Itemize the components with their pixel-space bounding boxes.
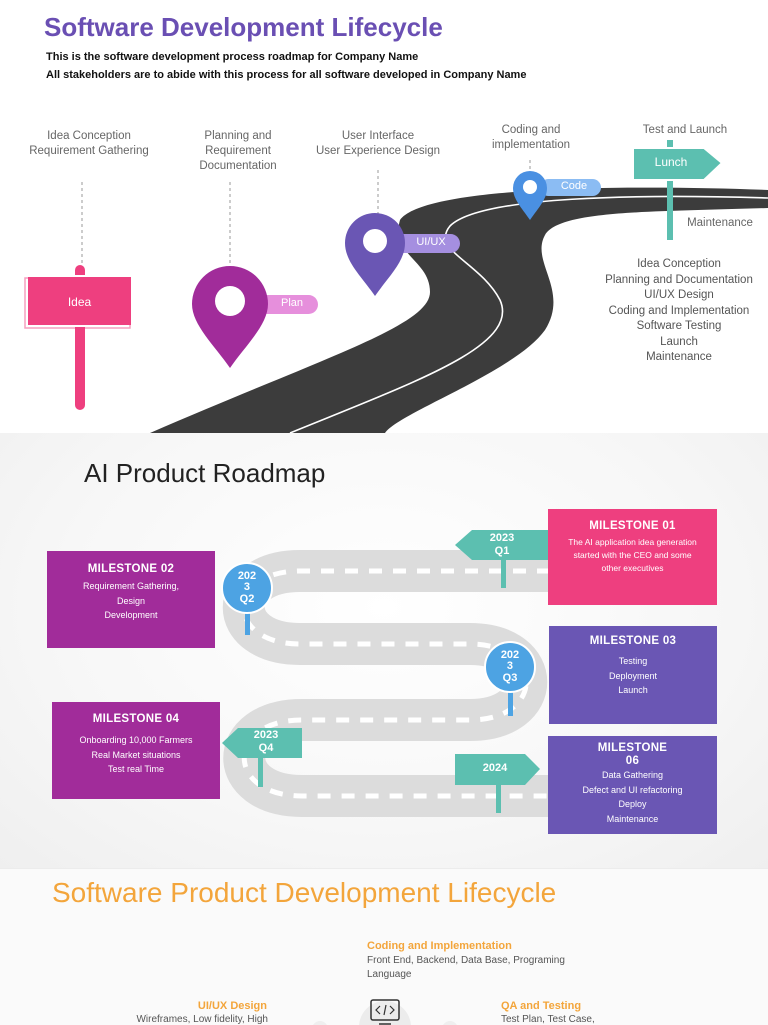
list-item: Launch [660, 335, 698, 348]
2024-signpost [455, 754, 540, 813]
uiux-location-pin-icon [345, 213, 460, 296]
launch-tag: Lunch [654, 155, 688, 169]
launch-signpost [632, 140, 724, 240]
list-item: UI/UX Design [644, 289, 714, 301]
sdlc-roadmap-section: Software Development Lifecycle This is t… [0, 0, 768, 433]
idea-signpost [24, 265, 133, 410]
milestone-title: MILESTONE 04 [92, 713, 180, 725]
phase-description: Front End, Backend, Data Base, Programin… [367, 955, 565, 980]
idea-tag: Idea [67, 295, 92, 309]
q1-signpost [455, 530, 548, 588]
milestone-title: MILESTONE 02 [87, 563, 175, 575]
list-item: Idea Conception [637, 258, 721, 270]
uiux-tag: UI/UX [416, 236, 446, 248]
milestone-01-card: MILESTONE 01 The AI application idea gen… [548, 509, 717, 605]
list-item: Coding and Implementation [608, 304, 750, 317]
phase-title: Coding and Implementation [367, 940, 512, 952]
code-tag: Code [560, 180, 588, 192]
section-title: Software Development Lifecycle [44, 12, 443, 42]
stage-label-test-launch: Test and Launch [642, 124, 728, 136]
stage-summary-list: Idea Conception Planning and Documentati… [590, 257, 768, 366]
maintenance-label: Maintenance [687, 217, 753, 229]
list-item: Software Testing [636, 320, 722, 332]
code-monitor-icon [313, 999, 457, 1025]
plan-tag: Plan [280, 297, 304, 309]
subtitle-line-2: All stakeholders are to abide with this … [46, 69, 527, 81]
road [150, 187, 768, 433]
code-location-pin-icon [513, 171, 601, 220]
phase-uiux: UI/UX Design Wireframes, Low fidelity, H… [118, 1000, 268, 1025]
plan-location-pin-icon [192, 266, 318, 368]
section-title: Software Product Development Lifecycle [52, 877, 557, 908]
phase-coding: Coding and Implementation Front End, Bac… [367, 940, 577, 982]
q4-signpost [222, 728, 302, 787]
milestone-title: MILESTONE 03 [589, 635, 677, 647]
milestone-title: MILESTONE 01 [589, 520, 676, 532]
subtitle-line-1: This is the software development process… [46, 51, 419, 63]
list-item: Maintenance [646, 351, 712, 363]
phase-qa: QA and Testing Test Plan, Test Case, [501, 1000, 651, 1025]
phase-description: Test Plan, Test Case, [501, 1014, 595, 1025]
road-illustration [24, 140, 768, 433]
product-lifecycle-section: Software Product Development Lifecycle C… [0, 868, 768, 1025]
phase-title: UI/UX Design [197, 1000, 267, 1012]
marker-2024: 2024 [482, 762, 508, 774]
milestone-02-card: MILESTONE 02 Requirement Gathering,Desig… [47, 551, 215, 648]
phase-title: QA and Testing [501, 1000, 582, 1012]
list-item: Planning and Documentation [605, 273, 753, 286]
section-title: AI Product Roadmap [84, 458, 326, 488]
phase-description: Wireframes, Low fidelity, High [136, 1014, 268, 1025]
